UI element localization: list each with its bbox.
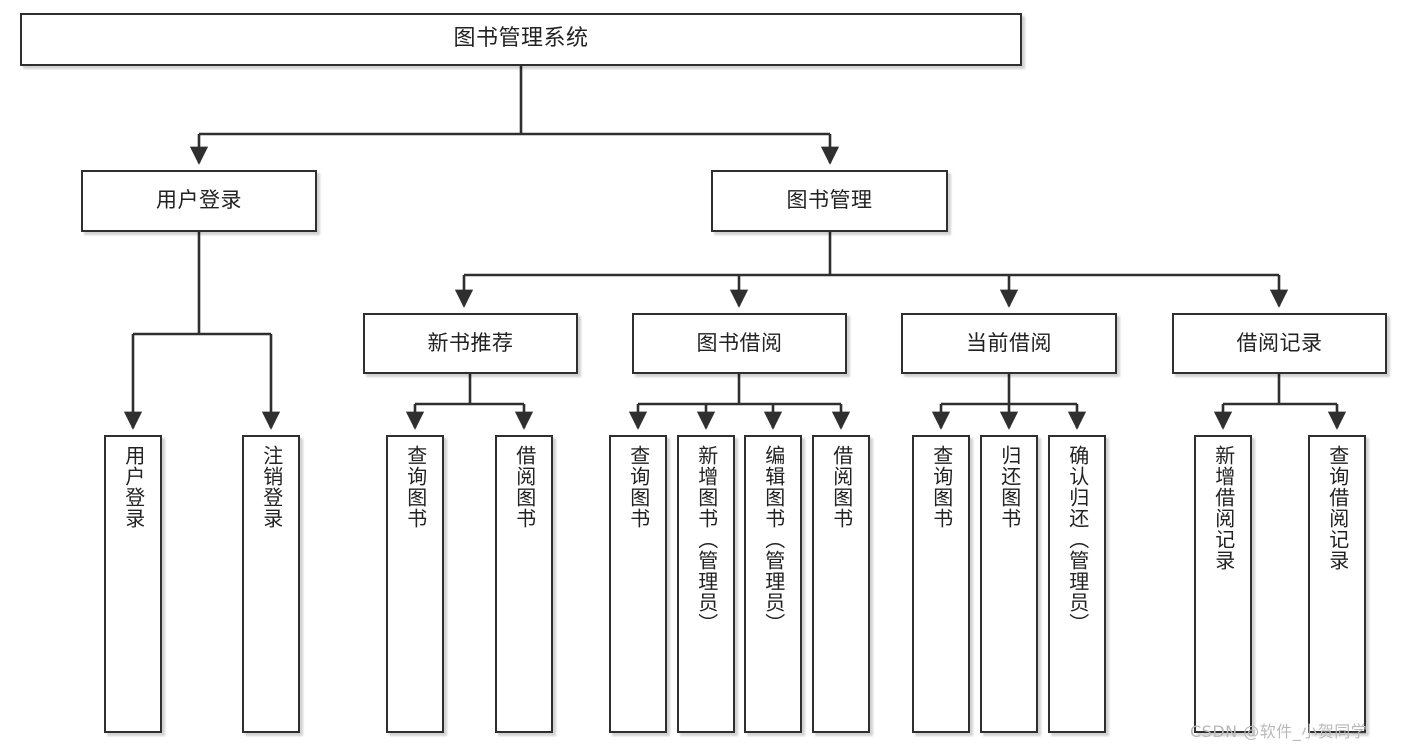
node-label: 图书管理系统: [453, 26, 589, 52]
node-label: 新增借阅记录: [1211, 445, 1236, 571]
leaf-confirm-return[interactable]: 确认归还（管理员）: [1048, 435, 1106, 733]
leaf-add-book[interactable]: 新增图书（管理员）: [677, 435, 735, 733]
node-label: 确认归还（管理员）: [1065, 445, 1090, 634]
node-label: 用户登录: [121, 445, 146, 529]
node-label: 图书管理: [786, 188, 873, 213]
node-label: 查询图书: [403, 445, 428, 529]
node-label: 用户登录: [156, 188, 242, 213]
node-label: 注销登录: [259, 445, 284, 529]
node-current-borrow[interactable]: 当前借阅: [901, 313, 1117, 374]
node-user-login[interactable]: 用户登录: [81, 170, 317, 232]
node-label: 借阅记录: [1236, 330, 1323, 355]
node-label: 新增图书（管理员）: [694, 445, 719, 634]
leaf-user-login[interactable]: 用户登录: [104, 435, 162, 733]
leaf-query-book-1[interactable]: 查询图书: [386, 435, 444, 733]
leaf-edit-book[interactable]: 编辑图书（管理员）: [744, 435, 802, 733]
node-borrow-record[interactable]: 借阅记录: [1172, 313, 1387, 374]
leaf-add-record[interactable]: 新增借阅记录: [1194, 435, 1252, 733]
node-label: 编辑图书（管理员）: [761, 445, 786, 634]
node-label: 当前借阅: [966, 330, 1052, 355]
leaf-logout-login[interactable]: 注销登录: [242, 435, 300, 733]
node-new-book-recommend[interactable]: 新书推荐: [363, 313, 578, 374]
csdn-watermark: CSDN @软件_小贺同学: [1190, 722, 1368, 741]
leaf-borrow-book-1[interactable]: 借阅图书: [495, 435, 553, 733]
node-label: 归还图书: [997, 445, 1022, 529]
leaf-query-book-3[interactable]: 查询图书: [912, 435, 970, 733]
node-label: 借阅图书: [829, 445, 854, 529]
leaf-borrow-book-2[interactable]: 借阅图书: [812, 435, 870, 733]
leaf-query-book-2[interactable]: 查询图书: [609, 435, 667, 733]
node-label: 新书推荐: [427, 330, 514, 355]
node-book-manage[interactable]: 图书管理: [711, 170, 948, 232]
node-book-borrow[interactable]: 图书借阅: [632, 313, 847, 374]
leaf-query-record[interactable]: 查询借阅记录: [1308, 435, 1366, 733]
node-label: 查询借阅记录: [1325, 445, 1350, 571]
node-label: 查询图书: [626, 445, 651, 529]
node-label: 图书借阅: [696, 330, 783, 355]
leaf-return-book[interactable]: 归还图书: [980, 435, 1038, 733]
node-root-book-management-system[interactable]: 图书管理系统: [20, 13, 1022, 66]
node-label: 借阅图书: [512, 445, 537, 529]
node-label: 查询图书: [929, 445, 954, 529]
